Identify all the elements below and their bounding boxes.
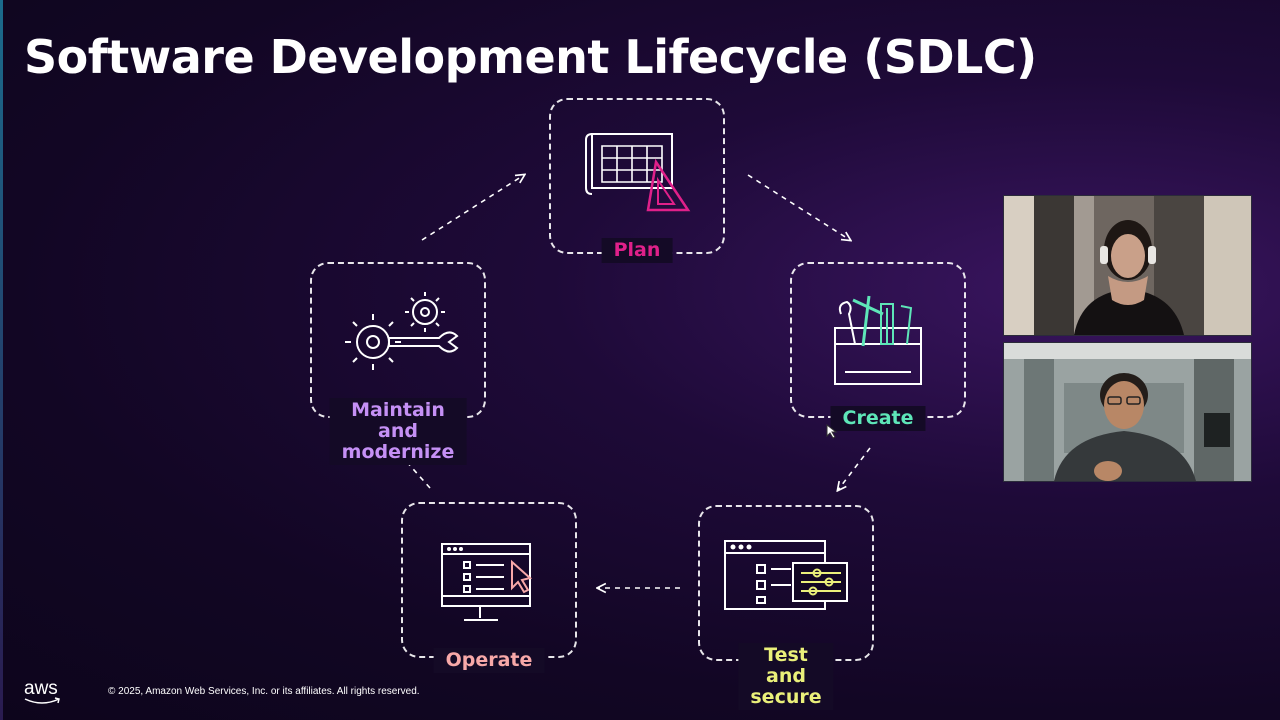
node-maintain-modernize: Maintain and modernize xyxy=(310,262,486,465)
arrow-plan-create xyxy=(747,174,850,240)
arrow-create-test xyxy=(838,447,871,490)
participant-2-video xyxy=(1004,343,1251,481)
node-label-test-secure: Test and secure xyxy=(738,643,834,710)
node-label-maintain-modernize: Maintain and modernize xyxy=(329,398,467,465)
video-tile-participant-2[interactable] xyxy=(1003,342,1252,482)
settings-window-icon xyxy=(700,535,872,635)
node-label-operate: Operate xyxy=(433,648,545,673)
node-operate: Operate xyxy=(401,502,577,673)
left-edge-accent xyxy=(0,0,3,720)
node-plan: Plan xyxy=(549,98,725,263)
node-label-create: Create xyxy=(830,406,926,431)
participant-1-video xyxy=(1004,196,1251,335)
video-tile-participant-1[interactable] xyxy=(1003,195,1252,336)
node-test-secure: Test and secure xyxy=(698,505,874,710)
blueprint-icon xyxy=(551,122,723,222)
toolbox-icon xyxy=(792,286,964,386)
slide-title: Software Development Lifecycle (SDLC) xyxy=(24,30,1037,84)
node-label-plan: Plan xyxy=(601,238,673,263)
monitor-cursor-icon xyxy=(403,540,575,640)
node-create: Create xyxy=(790,262,966,431)
arrow-maintain-plan xyxy=(421,175,524,241)
mouse-cursor-icon xyxy=(826,424,838,439)
gears-wrench-icon xyxy=(312,288,484,388)
aws-logo: aws xyxy=(24,678,58,699)
copyright-text: © 2025, Amazon Web Services, Inc. or its… xyxy=(108,686,420,697)
aws-smile-icon xyxy=(24,697,60,704)
